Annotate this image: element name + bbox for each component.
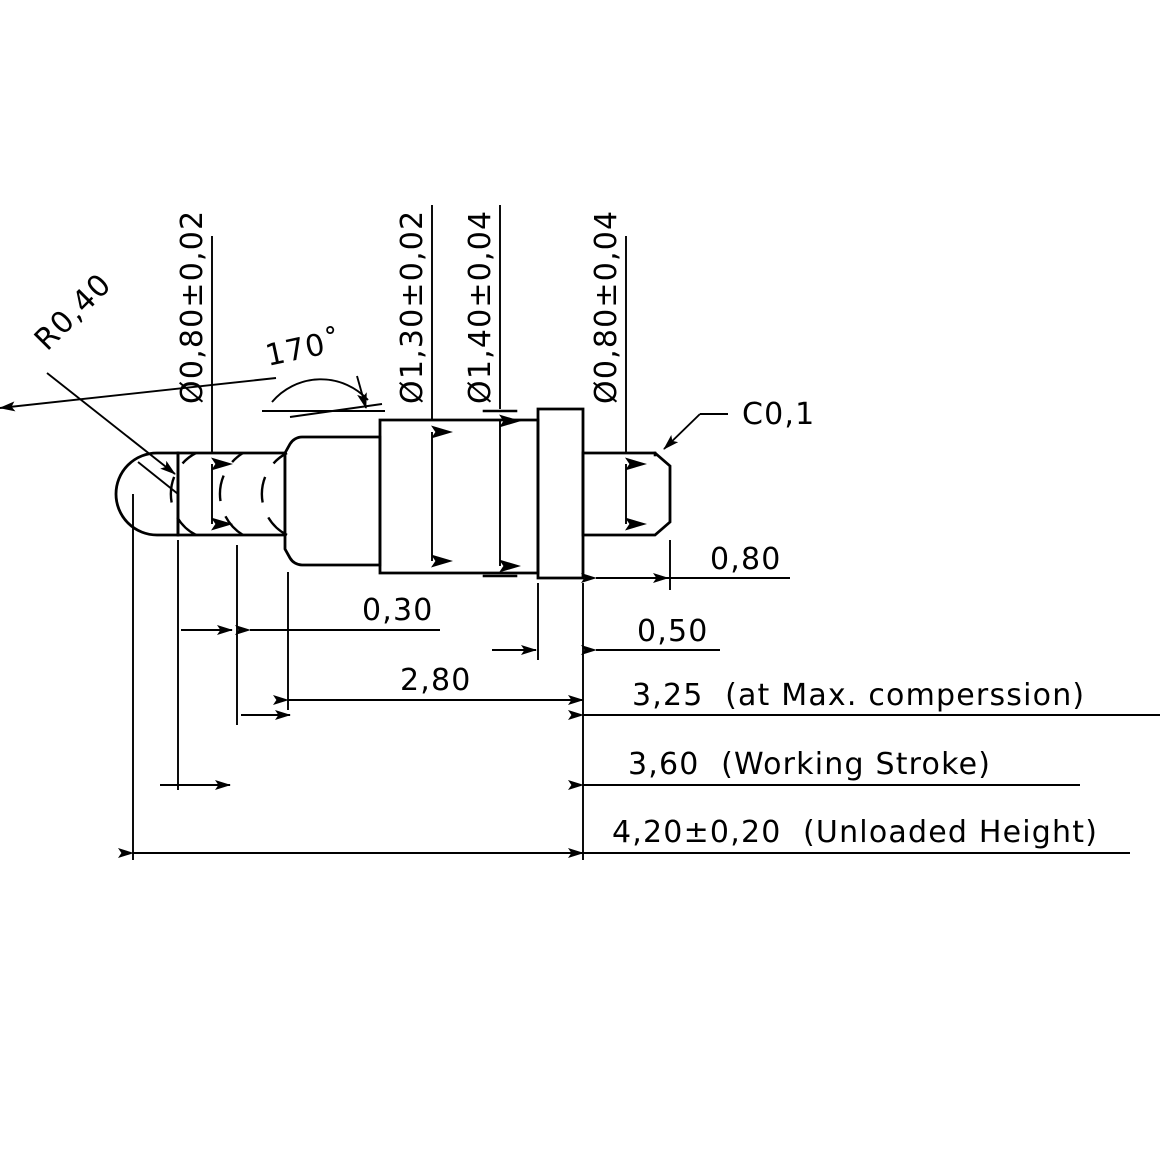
- label-max-compression: 3,25 (at Max. comperssion): [632, 678, 1085, 713]
- diameter-dimensions-group: [211, 205, 647, 578]
- hidden-internal-arc-1: [169, 451, 197, 537]
- label-barrel-diameter: Ø1,30±0,02: [395, 210, 430, 404]
- linear-dimension-lines-group: [118, 573, 1160, 858]
- extension-lines-group: [132, 494, 671, 860]
- label-unloaded-height: 4,20±0,20 (Unloaded Height): [612, 815, 1098, 850]
- label-tip-radius: R0,40: [28, 267, 119, 358]
- label-barrel-length: 2,80: [400, 663, 472, 698]
- label-tip-step: 0,30: [362, 593, 434, 628]
- label-chamfer: C0,1: [742, 397, 815, 432]
- label-working-stroke: 3,60 (Working Stroke): [628, 747, 991, 782]
- chamfer-leader-arrow: [663, 413, 701, 450]
- tip-radius-leader-line: [46, 372, 176, 475]
- hidden-internal-arc-3: [260, 451, 288, 537]
- label-tail-diameter: Ø0,80±0,04: [589, 210, 624, 404]
- leader-lines-group: [0, 372, 728, 475]
- label-taper-angle: 170˚: [262, 324, 345, 374]
- label-tip-diameter: Ø0,80±0,02: [175, 210, 210, 404]
- label-flange-width: 0,50: [637, 614, 709, 649]
- label-flange-diameter: Ø1,40±0,04: [463, 210, 498, 404]
- label-tail-length: 0,80: [710, 542, 782, 577]
- taper-angle-arrow-right: [356, 375, 367, 409]
- taper-angle-arrow-left: [0, 377, 277, 412]
- taper-angle-arc: [271, 378, 369, 403]
